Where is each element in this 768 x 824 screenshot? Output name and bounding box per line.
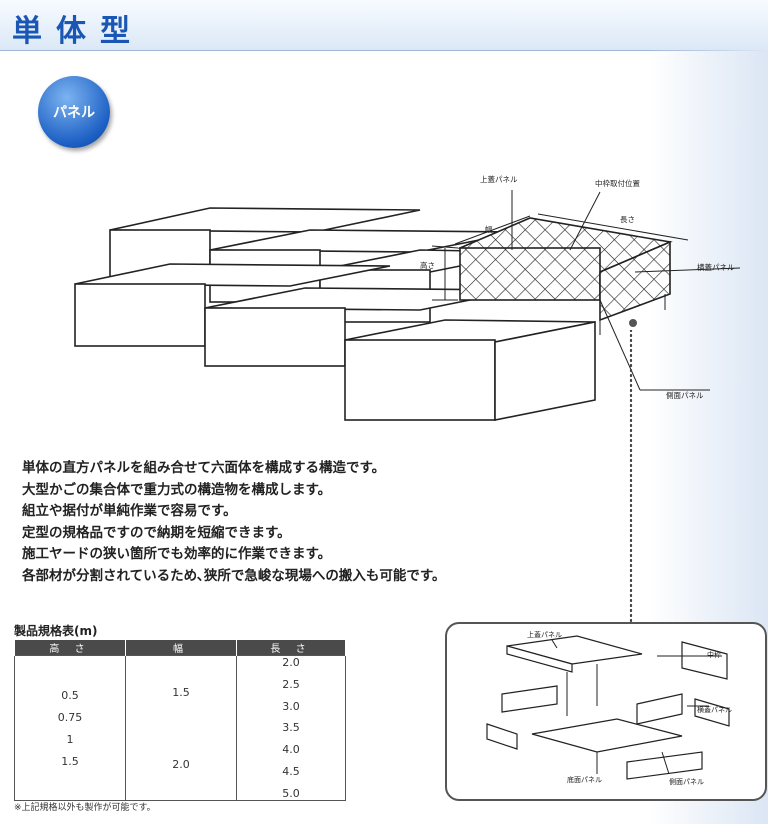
exploded-view-diagram: 上蓋パネル 中枠 横蓋パネル 底面パネル 側面パネル <box>486 630 732 786</box>
description-item: 単体の直方パネルを組み合せて六面体を構成する構造です。 <box>22 460 386 476</box>
page-header: 単体型 <box>0 0 768 51</box>
stacked-boxes <box>74 207 673 421</box>
label-side-panel: 側面パネル <box>666 390 704 400</box>
spec-length-value: 2.5 <box>282 677 300 691</box>
inset-label-middle-frame: 中枠 <box>707 650 721 659</box>
spec-width-value: 1.5 <box>172 685 190 699</box>
panel-structure-diagram: 上蓋パネル 中枠取付位置 幅 長さ 高さ 横蓋パネル 側面パネル <box>74 174 741 421</box>
spec-length-value: 4.0 <box>282 743 300 757</box>
description-item: 大型かごの集合体で重力式の構造物を構成します。 <box>22 481 332 498</box>
spec-length-value: 2.0 <box>282 656 300 669</box>
label-end-panel: 横蓋パネル <box>697 262 735 272</box>
description-item: 定型の規格品ですので納期を短縮できます。 <box>22 524 291 541</box>
spec-length-value: 3.0 <box>282 699 300 713</box>
spec-note: ※上記規格以外も製作が可能です。 <box>14 803 156 813</box>
page-title: 単体型 <box>12 14 144 49</box>
dimension-lines <box>431 190 741 391</box>
spec-header-height: 高 さ <box>14 640 126 656</box>
spec-length-value: 3.5 <box>282 721 300 735</box>
spec-table: 高 さ 幅 長 さ 0.5 0.75 1 1.5 1.5 2.0 <box>14 640 346 801</box>
spec-header-length: 長 さ <box>236 640 346 656</box>
label-length: 長さ <box>620 215 635 224</box>
spec-height-value: 1.5 <box>61 754 79 768</box>
description-item: 各部材が分割されているため､狭所で急峻な現場への搬入も可能です。 <box>22 567 446 584</box>
spec-height-value: 1 <box>66 732 74 746</box>
spec-table-title: 製品規格表(m) <box>14 624 98 638</box>
label-height: 高さ <box>420 260 435 270</box>
spec-widths-cell: 1.5 2.0 <box>125 655 237 801</box>
spec-length-value: 5.0 <box>282 786 300 800</box>
description-list: 単体の直方パネルを組み合せて六面体を構成する構造です。 大型かごの集合体で重力式… <box>22 458 446 588</box>
inset-label-end-panel: 横蓋パネル <box>697 705 732 714</box>
exploded-view-panel: 上蓋パネル 中枠 横蓋パネル 底面パネル 側面パネル <box>445 622 767 801</box>
connector-dot <box>629 319 637 327</box>
inset-label-top-panel: 上蓋パネル <box>527 630 562 639</box>
spec-width-value: 2.0 <box>172 757 190 771</box>
spec-height-value: 0.75 <box>57 710 83 724</box>
label-top-panel: 上蓋パネル <box>480 174 518 184</box>
spec-lengths-cell: 2.0 2.5 3.0 3.5 4.0 4.5 5.0 <box>236 655 346 801</box>
inset-label-side-panel: 側面パネル <box>669 777 704 786</box>
spec-length-value: 4.5 <box>282 765 300 779</box>
description-item: 組立や据付が単純作業で容易です。 <box>22 503 237 520</box>
spec-heights-cell: 0.5 0.75 1 1.5 <box>14 655 126 801</box>
label-width: 幅 <box>485 224 493 234</box>
inset-label-bottom-panel: 底面パネル <box>567 775 602 784</box>
section-badge: パネル <box>38 76 110 148</box>
label-frame-position: 中枠取付位置 <box>595 178 640 188</box>
description-item: 施工ヤードの狭い箇所でも効率的に作業できます。 <box>22 546 332 563</box>
spec-header-width: 幅 <box>125 640 237 656</box>
dotted-connector <box>629 330 633 622</box>
spec-height-value: 0.5 <box>61 688 79 702</box>
